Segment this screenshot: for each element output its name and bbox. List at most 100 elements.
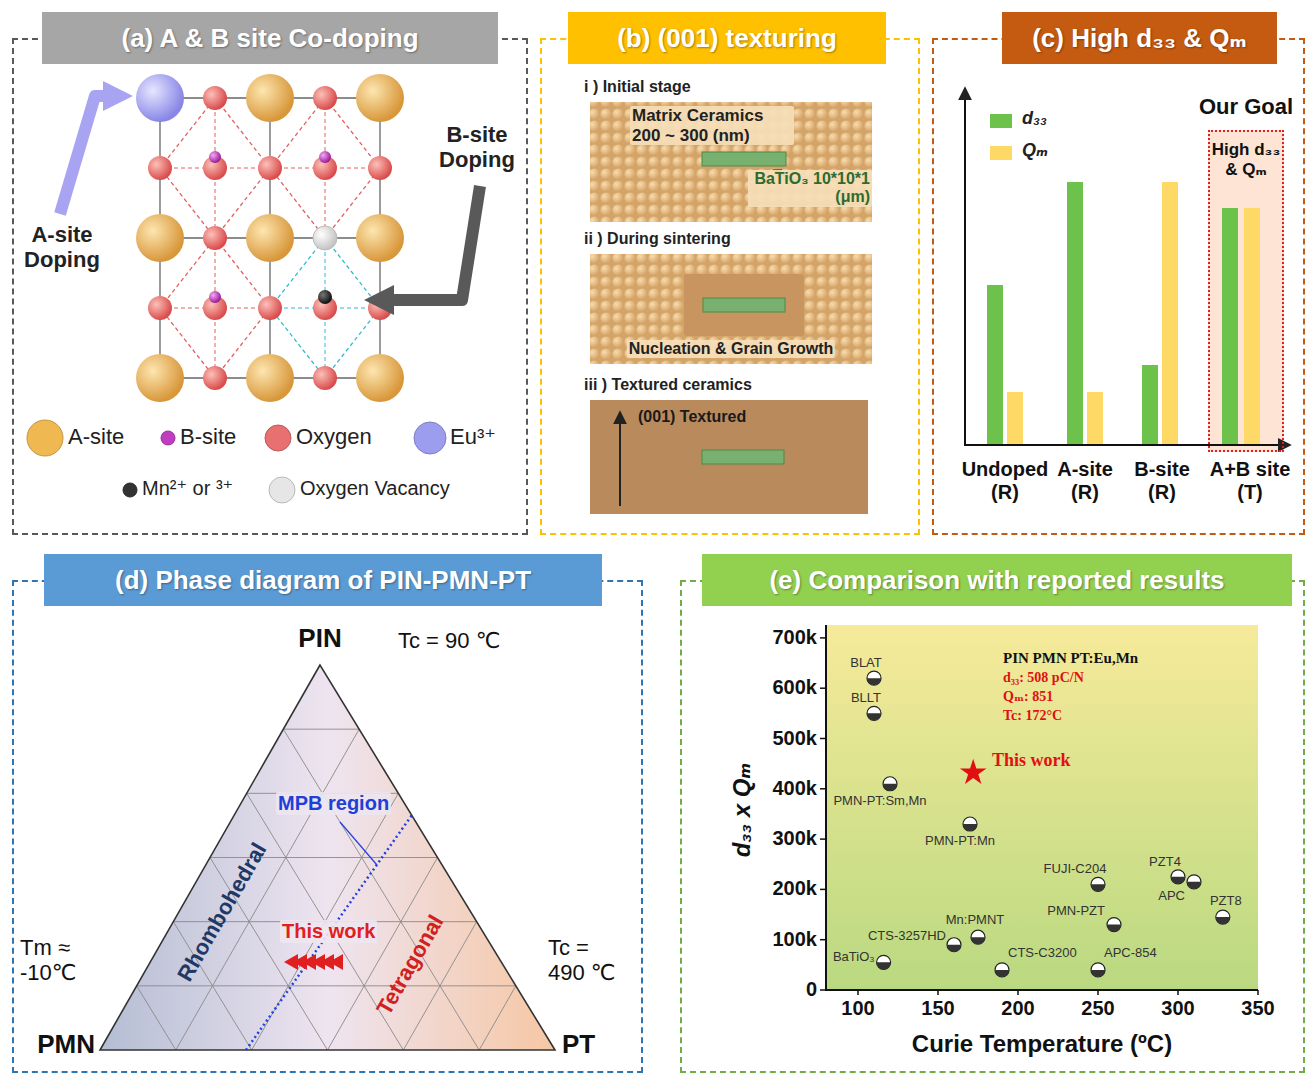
oxygen-atom <box>258 156 282 180</box>
scatter-plot <box>820 625 1258 995</box>
phase-label: Rhombohedral <box>172 838 272 985</box>
point-label: PMN-PZT <box>1047 904 1105 919</box>
oxygen-atom <box>203 366 227 390</box>
matrix-grains <box>590 102 872 222</box>
point-label: PMN-PT:Sm,Mn <box>833 794 926 809</box>
bar <box>1087 392 1103 445</box>
legend-swatch <box>161 431 175 445</box>
a-site-atom <box>136 354 184 402</box>
point-label: Mn:PMNT <box>946 913 1005 928</box>
panel-title: (b) (001) texturing <box>568 12 886 64</box>
goal-text: High d₃₃ & Qₘ <box>1210 140 1282 179</box>
grid-line <box>137 986 176 1050</box>
data-point-shade <box>971 937 985 944</box>
tick <box>1257 990 1259 995</box>
legend-swatch <box>27 420 63 456</box>
tick-label: 300k <box>773 827 818 850</box>
legend-text: d₃₃ <box>1022 108 1047 129</box>
ternary-diagram <box>100 665 555 1050</box>
data-point <box>877 955 891 969</box>
data-point <box>947 938 961 952</box>
region-label: Nucleation & Grain Growth <box>627 340 835 358</box>
data-point <box>1216 910 1230 924</box>
callout-label: A-site Doping <box>12 222 112 273</box>
legend-item <box>123 483 137 497</box>
point-label: This work <box>992 750 1071 771</box>
oxygen-atom <box>313 366 337 390</box>
legend-swatch <box>990 146 1012 160</box>
tick <box>820 889 826 891</box>
vertex-label: PMN <box>37 1030 95 1060</box>
plot-area <box>826 625 1258 990</box>
octahedron-outline <box>160 98 270 238</box>
goal-highlight <box>1208 130 1284 452</box>
composition-arrow <box>329 954 343 970</box>
point-label: CTS-C3200 <box>1008 946 1077 961</box>
legend-text: Mn²⁺ or ³⁺ <box>142 477 233 500</box>
tick-label: 400k <box>773 777 818 800</box>
data-point-shade <box>877 962 891 969</box>
grown-grain <box>684 274 804 336</box>
tick <box>1017 990 1019 995</box>
data-point-shade <box>1187 882 1201 889</box>
legend-item <box>990 114 1012 128</box>
stage-region: iii ) Textured ceramics(001) Textured <box>590 400 868 514</box>
tick-label: 0 <box>806 978 817 1001</box>
grid-line <box>137 985 516 986</box>
data-point-shade <box>1216 917 1230 924</box>
mn-atom <box>318 290 332 304</box>
tick-label: 350 <box>1241 997 1274 1020</box>
octahedron-outline <box>270 98 380 238</box>
octahedron-outline <box>270 98 380 238</box>
axis-frame <box>826 625 1258 990</box>
legend-item <box>161 431 175 445</box>
data-point <box>1187 875 1201 889</box>
composition-label: This work <box>280 920 377 943</box>
region-label: MPB region <box>276 792 391 815</box>
this-work-star <box>960 759 987 784</box>
data-point-shade <box>1091 970 1105 977</box>
ternary-outline <box>100 665 555 1050</box>
tick <box>820 788 826 790</box>
template-label: BaTiO₃ 10*10*1 (μm) <box>748 170 872 207</box>
axis-title: d₃₃ x Qₘ <box>728 763 756 858</box>
point-label: FUJI-C204 <box>1044 862 1107 877</box>
stage-heading: ii ) During sintering <box>584 230 731 248</box>
tick <box>820 637 826 639</box>
data-point-shade <box>947 945 961 952</box>
tick <box>857 990 859 995</box>
tick-label: 600k <box>773 676 818 699</box>
tick-label: 250 <box>1081 997 1114 1020</box>
bar <box>1007 392 1023 445</box>
legend-text: Eu³⁺ <box>450 424 496 449</box>
data-point-shade <box>1171 877 1185 884</box>
goal-box: Our GoalHigh d₃₃ & Qₘ <box>1208 130 1284 452</box>
legend-text: Oxygen Vacancy <box>300 477 450 500</box>
legend-swatches <box>27 114 1012 503</box>
point-label: PZT8 <box>1210 894 1242 909</box>
batio3-template <box>703 298 785 312</box>
tick-label: 700k <box>773 626 818 649</box>
category-label: Undoped (R) <box>955 458 1055 504</box>
annotation-value: Qₘ: 851 <box>1003 689 1053 705</box>
oxygen-vacancy <box>313 226 337 250</box>
octahedron-outline <box>270 238 380 378</box>
data-point <box>1091 963 1105 977</box>
orientation-arrow <box>619 420 621 506</box>
data-point <box>1091 877 1105 891</box>
data-point <box>883 777 897 791</box>
temperature-note: Tc = 90 ℃ <box>398 628 500 653</box>
a-site-atom <box>356 354 404 402</box>
oxygen-atom <box>148 296 172 320</box>
tick <box>1177 990 1179 995</box>
panel-frame: (e) Comparison with reported results <box>680 580 1305 1073</box>
b-site-atom <box>209 291 221 303</box>
legend-swatch <box>269 477 295 503</box>
bar <box>1142 365 1158 445</box>
legend-text: Oxygen <box>296 424 372 449</box>
vertex-label: PIN <box>298 624 341 654</box>
a-site-atom <box>136 214 184 262</box>
grid-line <box>283 729 479 1050</box>
